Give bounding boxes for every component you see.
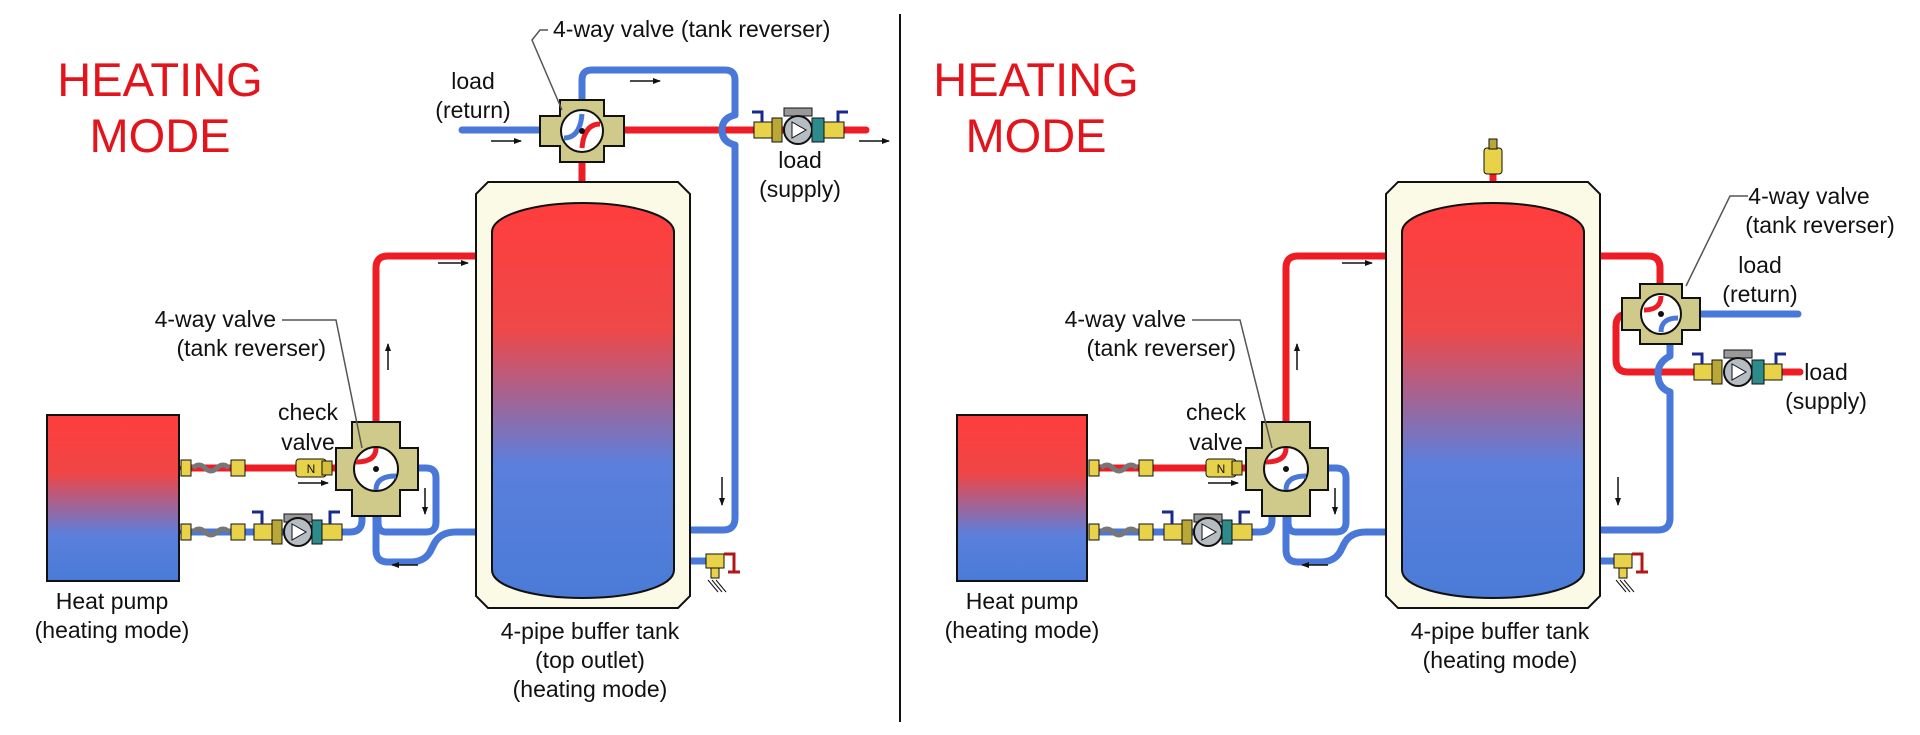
check-valve: N — [1205, 458, 1243, 478]
hose-fittings — [1088, 459, 1154, 541]
tank-bottom-to-valve-pipe — [1282, 492, 1406, 566]
check-valve-label-line1: check — [278, 399, 339, 425]
buffer-tank-body — [1401, 201, 1585, 600]
heat-pump-label-line1: Heat pump — [966, 588, 1079, 614]
mode-title-line1: HEATING — [57, 53, 262, 106]
tank-bottom-return-pipe — [1580, 336, 1674, 534]
load-return-label-line1: load — [451, 68, 494, 94]
load-supply-pump-icon — [1692, 349, 1786, 387]
riser-to-tank-pipe — [1282, 252, 1406, 452]
hp-return-pipe — [1089, 492, 1276, 536]
lower-4way-valve-icon — [335, 421, 419, 517]
check-valve-label-line2: valve — [281, 429, 335, 455]
lower-valve-leader-line — [282, 319, 363, 449]
upper-4way-valve-icon — [539, 99, 625, 163]
svg-text:N: N — [307, 462, 316, 476]
upper-4way-valve-icon — [1621, 283, 1701, 345]
tank-to-upper-valve-pipe — [1580, 252, 1664, 296]
heat-pump-label-line2: (heating mode) — [945, 617, 1100, 643]
circulator-pump-icon — [252, 510, 343, 547]
mode-title-line2: MODE — [90, 109, 231, 162]
heat-pump-label-line2: (heating mode) — [35, 617, 190, 643]
lower-valve-label-line1: 4-way valve — [1065, 306, 1186, 332]
load-return-label-line1: load — [1738, 252, 1781, 278]
left-panel: HEATING MODE 4-pipe buffer tank (top out… — [35, 16, 890, 702]
load-return-label-line2: (return) — [435, 97, 510, 123]
load-return-label-line2: (return) — [1722, 281, 1797, 307]
tank-label-line3: (heating mode) — [513, 676, 668, 702]
mode-title-line1: HEATING — [933, 53, 1138, 106]
lower-valve-label-line2: (tank reverser) — [176, 335, 326, 361]
right-panel: HEATING MODE 4-pipe buffer tank (heating… — [933, 53, 1894, 673]
mode-title-line2: MODE — [966, 109, 1107, 162]
load-supply-pump-icon — [752, 107, 848, 145]
upper-valve-leader-line — [531, 29, 563, 111]
load-supply-label-line1: load — [778, 147, 821, 173]
upper-valve-leader-line — [1685, 195, 1748, 287]
lower-valve-leader-line — [1192, 319, 1273, 449]
lower-valve-label-line1: 4-way valve — [155, 306, 276, 332]
load-supply-label-line2: (supply) — [759, 176, 841, 202]
check-valve-label-line1: check — [1186, 399, 1247, 425]
tank-label-line1: 4-pipe buffer tank — [501, 618, 680, 644]
drain-valve-icon — [705, 552, 740, 593]
svg-text:N: N — [1217, 462, 1226, 476]
flow-arrows — [298, 78, 890, 568]
heat-pump-box — [46, 414, 180, 582]
load-supply-label-line2: (supply) — [1785, 388, 1867, 414]
upper-valve-label-line2: (tank reverser) — [1745, 212, 1895, 238]
tank-bottom-to-valve-pipe — [372, 492, 496, 566]
check-valve-label-line2: valve — [1189, 429, 1243, 455]
air-vent-icon — [1483, 138, 1503, 175]
heat-pump-box — [956, 414, 1088, 582]
tank-label-line2: (heating mode) — [1423, 647, 1578, 673]
drain-valve-icon — [1613, 552, 1648, 593]
lower-valve-label-line2: (tank reverser) — [1086, 335, 1236, 361]
upper-valve-label: 4-way valve (tank reverser) — [553, 16, 830, 42]
valve-loop-pipe — [1284, 464, 1350, 536]
heat-pump-label-line1: Heat pump — [56, 588, 169, 614]
load-supply-label-line1: load — [1804, 359, 1847, 385]
riser-to-tank-pipe — [372, 252, 496, 452]
lower-4way-valve-icon — [1245, 421, 1329, 517]
check-valve: N — [295, 458, 333, 478]
hose-fittings — [180, 459, 246, 541]
flow-arrows — [1208, 260, 1621, 568]
tank-label-line1: 4-pipe buffer tank — [1411, 618, 1590, 644]
hp-return-pipe — [179, 492, 366, 536]
valve-loop-pipe — [374, 464, 440, 536]
tank-bypass-pipe — [578, 66, 739, 534]
cold-pipes — [179, 66, 739, 566]
circulator-pump-icon — [1162, 510, 1253, 547]
upper-valve-label-line1: 4-way valve — [1748, 183, 1869, 209]
buffer-tank-body — [491, 201, 675, 600]
tank-label-line2: (top outlet) — [535, 647, 645, 673]
cold-pipes — [1089, 310, 1802, 566]
